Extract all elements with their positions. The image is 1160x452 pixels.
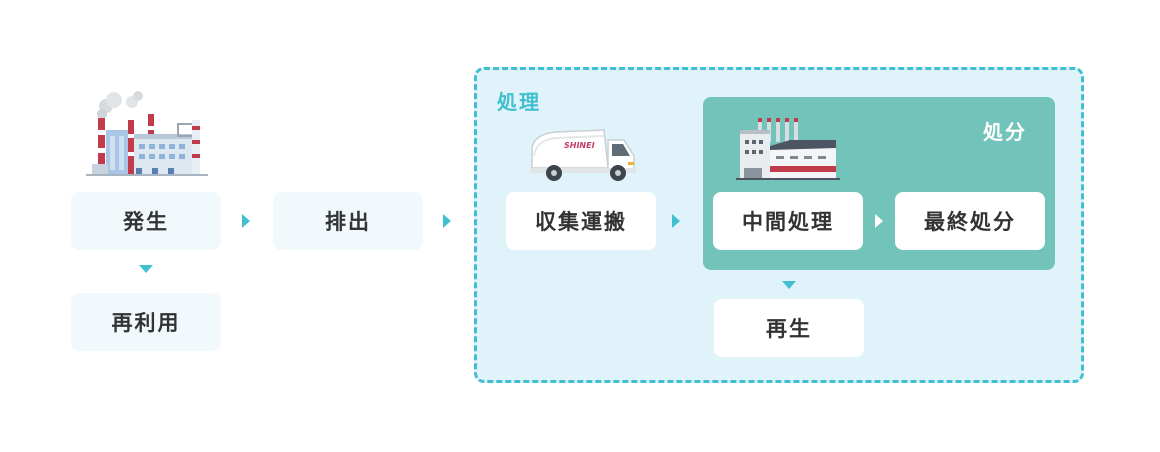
arrow-down-generation-reuse (139, 265, 153, 273)
arrow-right-generation-discharge (242, 214, 250, 228)
generation-label: 発生 (123, 210, 169, 234)
discharge-label: 排出 (325, 210, 371, 234)
treatment-plant-icon (736, 118, 840, 180)
garbage-truck-icon: SHINEI (530, 129, 636, 181)
generation-box: 発生 (71, 192, 221, 250)
regeneration-label: 再生 (766, 317, 812, 341)
collection-box: 収集運搬 (506, 192, 656, 250)
factory-icon (86, 91, 208, 176)
final-disposal-box: 最終処分 (895, 192, 1045, 250)
arrow-down-intermediate-regeneration (782, 281, 796, 289)
intermediate-treatment-label: 中間処理 (742, 210, 834, 234)
truck-logo-text: SHINEI (564, 141, 595, 150)
discharge-box: 排出 (273, 192, 423, 250)
processing-label: 処理 (497, 90, 541, 114)
arrow-right-discharge-processing (443, 214, 451, 228)
final-disposal-label: 最終処分 (924, 210, 1016, 234)
intermediate-treatment-box: 中間処理 (713, 192, 863, 250)
collection-label: 収集運搬 (535, 210, 627, 234)
arrow-right-collection-disposal (672, 214, 680, 228)
regeneration-box: 再生 (714, 299, 864, 357)
reuse-box: 再利用 (71, 293, 221, 351)
reuse-label: 再利用 (111, 311, 181, 335)
arrow-right-intermediate-final (875, 214, 883, 228)
disposal-label: 処分 (983, 120, 1027, 144)
